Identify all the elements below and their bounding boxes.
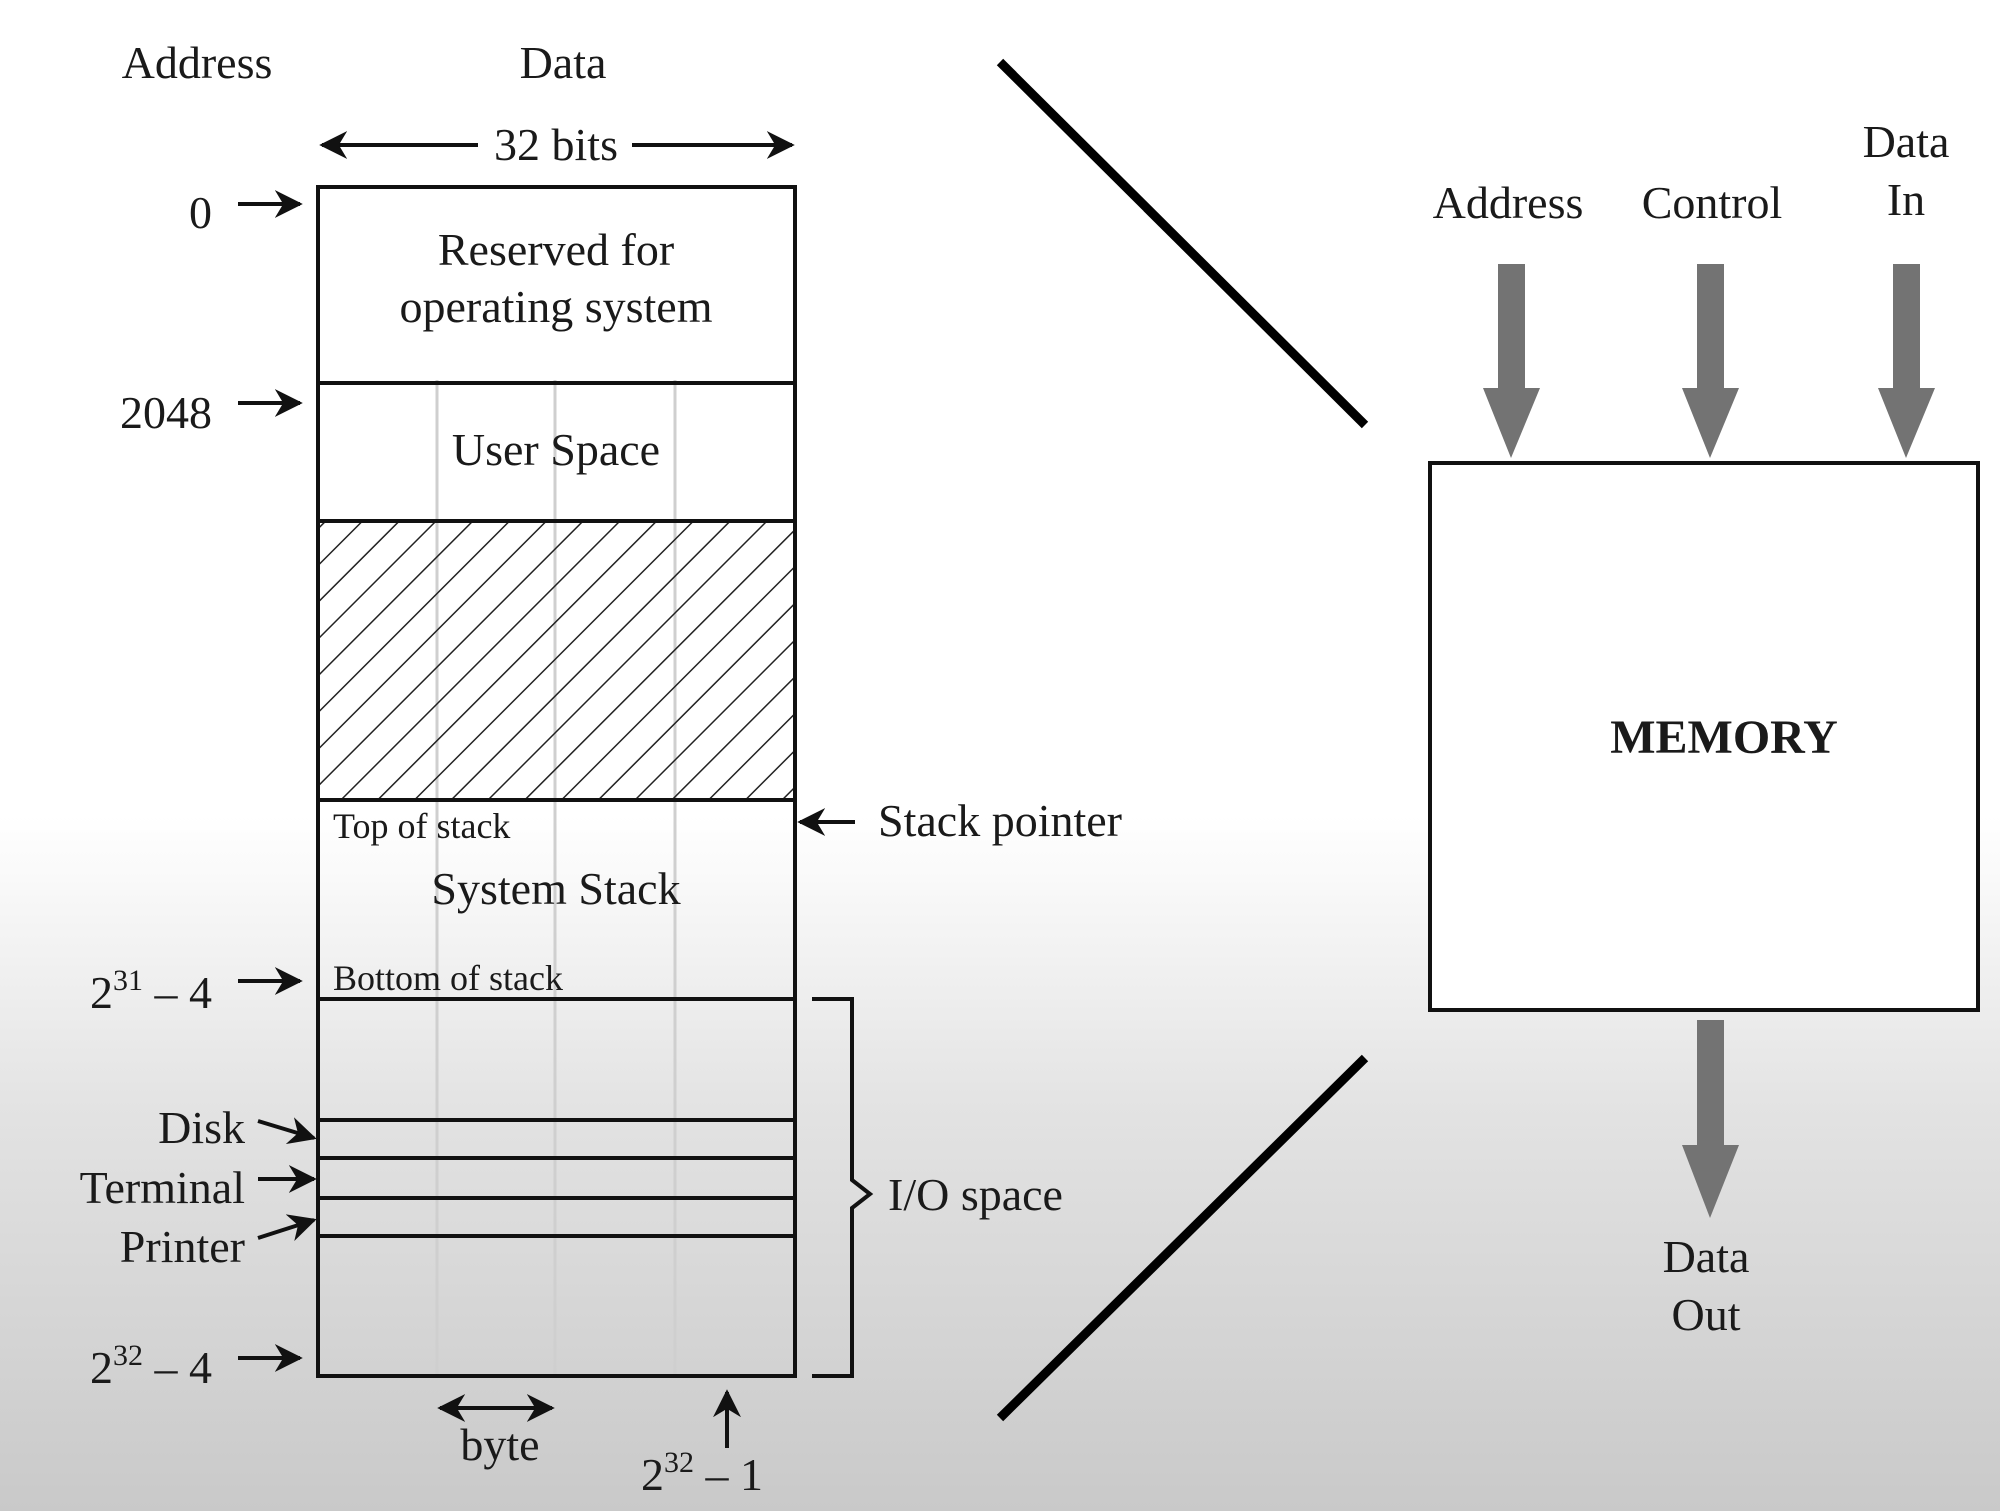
io-device-terminal: Terminal	[80, 1162, 245, 1213]
memory-block	[1428, 461, 1980, 1012]
data-out-arrow	[1682, 1020, 1739, 1218]
unused-region	[318, 521, 795, 800]
os-region-line1: Reserved for	[438, 224, 674, 275]
data-out-line1: Data	[1663, 1231, 1750, 1282]
user-space-label: User Space	[452, 424, 660, 475]
io-space-label: I/O space	[888, 1169, 1063, 1220]
disk-arrow	[257, 1117, 317, 1145]
address-0: 0	[189, 187, 212, 238]
address-header: Address	[122, 37, 273, 88]
address-input-arrow	[1483, 264, 1540, 458]
stack-pointer-label: Stack pointer	[878, 795, 1122, 846]
address-2048: 2048	[120, 387, 212, 438]
io-device-disk: Disk	[158, 1102, 245, 1153]
io-device-printer: Printer	[120, 1221, 245, 1272]
last-byte-address: 232 – 1	[641, 1446, 763, 1500]
printer-arrow	[257, 1214, 317, 1242]
address-stack-bottom: 231 – 4	[90, 964, 212, 1018]
zoom-line-bottom	[996, 1054, 1369, 1422]
byte-label: byte	[460, 1419, 539, 1470]
os-region-line2: operating system	[400, 281, 713, 332]
input-address-label: Address	[1433, 177, 1584, 228]
system-stack-label: System Stack	[431, 863, 680, 914]
top-of-stack-label: Top of stack	[333, 806, 510, 846]
input-data-in-line2: In	[1887, 174, 1925, 225]
address-end: 232 – 4	[90, 1339, 212, 1393]
memory-title: MEMORY	[1610, 711, 1838, 764]
input-control-label: Control	[1642, 177, 1783, 228]
control-input-arrow	[1682, 264, 1739, 458]
data-out-line2: Out	[1672, 1289, 1741, 1340]
input-data-in-line1: Data	[1863, 116, 1950, 167]
memory-map-box	[316, 185, 797, 1378]
bottom-of-stack-label: Bottom of stack	[333, 958, 563, 998]
width-label: 32 bits	[494, 119, 618, 170]
data-header: Data	[520, 37, 607, 88]
zoom-line-top	[996, 58, 1369, 429]
data-in-input-arrow	[1878, 264, 1935, 458]
io-space-brace	[812, 997, 874, 1378]
